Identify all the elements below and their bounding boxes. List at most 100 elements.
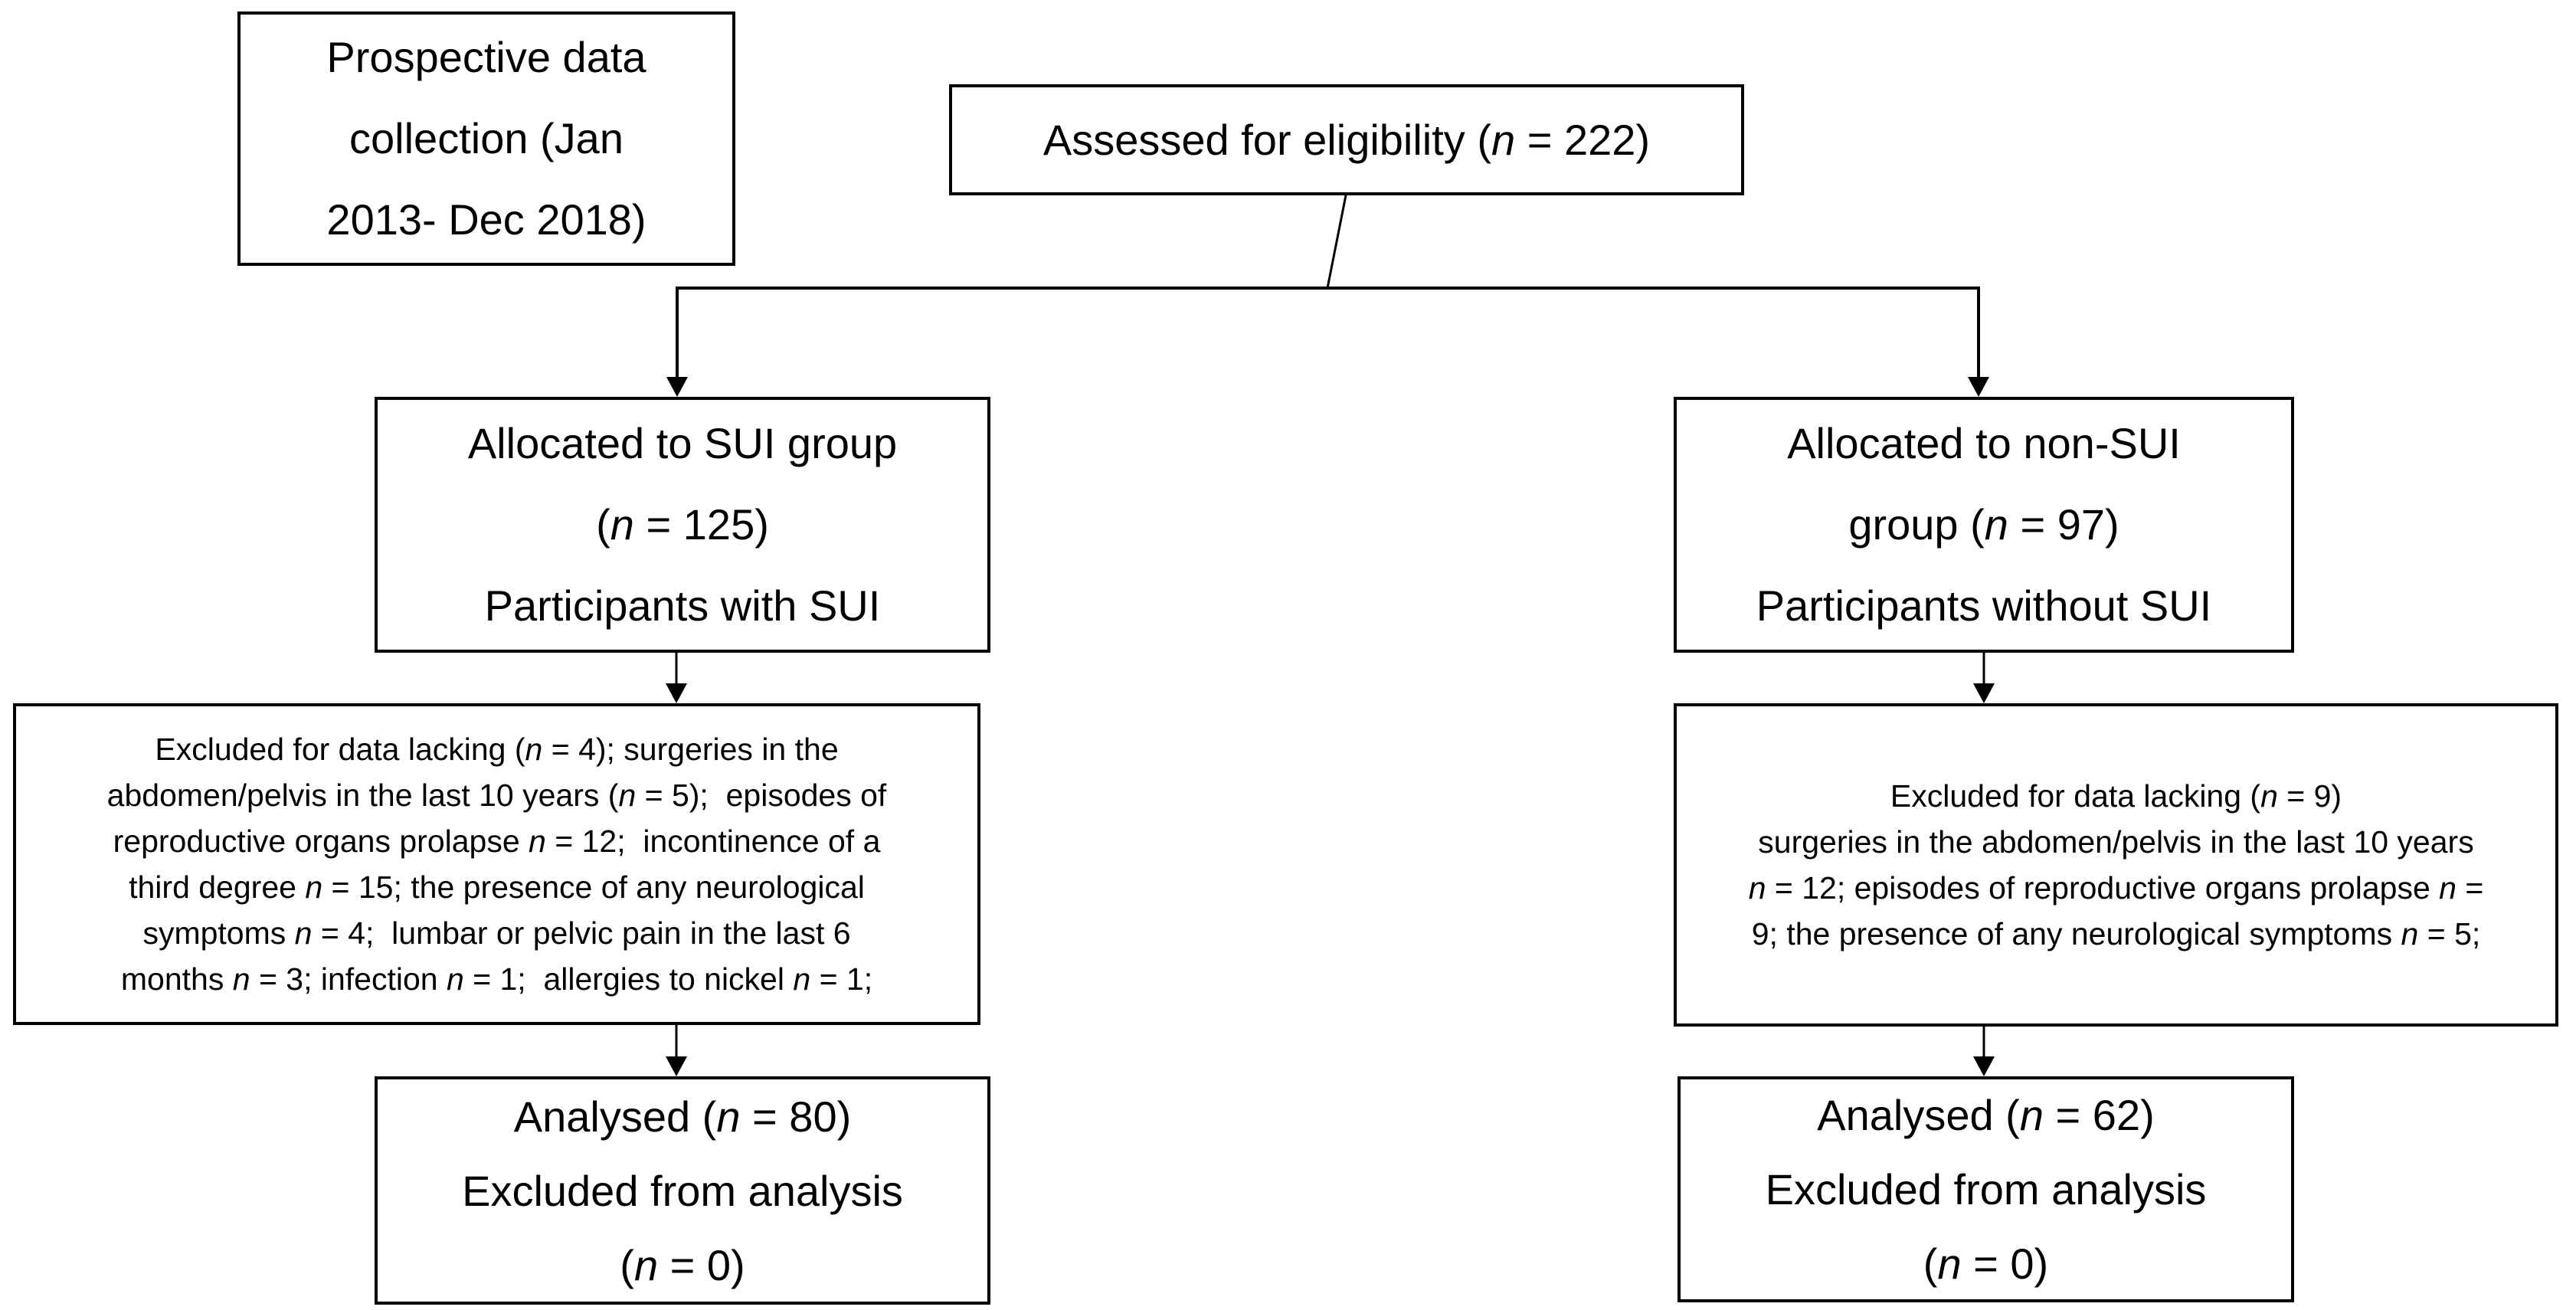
box-allocated-non-sui-group: Allocated to non-SUI group (n = 97) Partic… (1674, 397, 2294, 653)
italic-n-segment: n (2439, 870, 2457, 906)
text-segment: Prospective data (326, 33, 646, 81)
text-segment: = (2456, 870, 2484, 906)
text-segment: = 9) (2277, 778, 2342, 814)
text-line: Excluded from analysis (1766, 1152, 2207, 1226)
text-segment: Analysed ( (1817, 1091, 2020, 1139)
italic-n-segment: n (793, 961, 811, 997)
text-line: collection (Jan (349, 98, 624, 179)
arrowhead-to-alloc-left-icon (666, 377, 688, 397)
text-segment: = 4); surgeries in the (542, 732, 839, 767)
text-segment: = 5; (2418, 916, 2481, 951)
box-excluded-non-sui-group: Excluded for data lacking (n = 9)surgeri… (1674, 703, 2558, 1027)
box-assessed-eligibility: Assessed for eligibility (n = 222) (949, 84, 1744, 195)
text-segment: Participants with SUI (484, 581, 881, 630)
text-segment: Analysed ( (513, 1092, 717, 1141)
text-segment: = 1; allergies to nickel (463, 961, 794, 997)
arrowhead-to-excl-left-icon (666, 683, 687, 703)
connector-assessed-split (1326, 195, 1347, 289)
text-line: surgeries in the abdomen/pelvis in the l… (1758, 819, 2473, 865)
text-line: 9; the presence of any neurological symp… (1752, 911, 2481, 957)
text-segment: 9; the presence of any neurological symp… (1751, 916, 2401, 951)
text-segment: ( (1923, 1240, 1938, 1288)
box-analysed-sui-group: Analysed (n = 80)Excluded from analysis(… (375, 1076, 990, 1305)
text-line: Analysed (n = 62) (1817, 1078, 2155, 1152)
text-line: Analysed (n = 80) (514, 1079, 852, 1154)
text-segment: third degree (129, 870, 306, 905)
text-segment: Allocated to non-SUI (1787, 419, 2181, 467)
text-line: (n = 0) (620, 1228, 745, 1302)
text-segment: symptoms (142, 915, 295, 951)
text-line: group (n = 97) (1848, 484, 2119, 565)
text-segment: abdomen/pelvis in the last 10 years ( (106, 778, 619, 813)
text-line: reproductive organs prolapse n = 12; inc… (113, 818, 881, 864)
text-segment: Excluded from analysis (462, 1166, 903, 1215)
text-segment: = 125) (633, 500, 769, 549)
text-line: 2013- Dec 2018) (326, 179, 646, 260)
italic-n-segment: n (232, 961, 250, 997)
text-segment: = 80) (740, 1092, 852, 1141)
text-segment: reproductive organs prolapse (113, 824, 529, 859)
text-segment: = 12; incontinence of a (545, 824, 881, 859)
arrowhead-to-analysed-left-icon (666, 1056, 687, 1076)
text-segment: 2013- Dec 2018) (326, 195, 646, 244)
text-line: (n = 0) (1923, 1226, 2048, 1301)
text-line: Excluded from analysis (462, 1154, 903, 1228)
text-line: symptoms n = 4; lumbar or pelvic pain in… (142, 910, 850, 956)
text-segment: = 97) (2008, 500, 2119, 549)
text-line: Participants without SUI (1756, 565, 2211, 647)
text-line: third degree n = 15; the presence of any… (129, 864, 865, 910)
text-segment: Excluded from analysis (1765, 1165, 2207, 1213)
italic-n-segment: n (2019, 1091, 2044, 1139)
text-line: (n = 125) (596, 484, 769, 565)
italic-n-segment: n (1748, 870, 1766, 906)
arrowhead-to-analysed-right-icon (1973, 1056, 1995, 1076)
italic-n-segment: n (294, 915, 313, 951)
italic-n-segment: n (618, 778, 637, 813)
text-line: Allocated to SUI group (468, 403, 897, 484)
italic-n-segment: n (2260, 778, 2278, 814)
italic-n-segment: n (610, 500, 634, 549)
text-segment: = 12; episodes of reproductive organs pr… (1766, 870, 2440, 906)
text-line: Excluded for data lacking (n = 9) (1890, 773, 2342, 819)
text-segment: = 15; the presence of any neurological (322, 870, 865, 905)
arrowhead-to-excl-right-icon (1973, 683, 1995, 703)
text-line: Assessed for eligibility (n = 222) (1043, 100, 1650, 181)
text-segment: collection (Jan (349, 114, 624, 162)
arrowhead-to-alloc-right-icon (1968, 377, 1989, 397)
text-segment: months (120, 961, 233, 997)
text-segment: Excluded for data lacking ( (1890, 778, 2261, 814)
text-segment: = 222) (1515, 115, 1651, 164)
text-segment: Allocated to SUI group (467, 419, 898, 467)
italic-n-segment: n (446, 961, 464, 997)
italic-n-segment: n (529, 824, 546, 859)
italic-n-segment: n (1984, 500, 2008, 549)
text-segment: = 5); episodes of (636, 778, 887, 813)
text-line: abdomen/pelvis in the last 10 years (n =… (107, 772, 887, 818)
text-segment: ( (620, 1240, 634, 1289)
text-line: Excluded for data lacking (n = 4); surge… (155, 726, 838, 772)
italic-n-segment: n (305, 870, 323, 905)
text-segment: = 62) (2043, 1091, 2155, 1139)
box-allocated-sui-group: Allocated to SUI group (n = 125) Participa… (375, 397, 990, 653)
italic-n-segment: n (1491, 115, 1516, 164)
text-segment: = 0) (658, 1240, 745, 1289)
italic-n-segment: n (525, 732, 543, 767)
text-line: Allocated to non-SUI (1787, 403, 2181, 484)
box-prospective-data-collection: Prospective data collection (Jan 2013- Dec… (237, 11, 735, 266)
italic-n-segment: n (1937, 1240, 1962, 1288)
text-segment: = 1; (810, 961, 873, 997)
text-line: Prospective data (326, 17, 646, 98)
box-analysed-non-sui-group: Analysed (n = 62)Excluded from analysis(… (1678, 1076, 2294, 1302)
text-segment: = 0) (1961, 1240, 2049, 1288)
text-segment: Participants without SUI (1756, 581, 2212, 630)
text-segment: = 3; infection (250, 961, 447, 997)
text-segment: ( (596, 500, 610, 549)
italic-n-segment: n (633, 1240, 659, 1289)
text-line: n = 12; episodes of reproductive organs … (1749, 865, 2484, 911)
text-segment: group ( (1848, 500, 1985, 549)
text-line: Participants with SUI (485, 565, 881, 647)
connector-branch-bar (676, 287, 1980, 378)
text-line: months n = 3; infection n = 1; allergies… (121, 956, 872, 1002)
